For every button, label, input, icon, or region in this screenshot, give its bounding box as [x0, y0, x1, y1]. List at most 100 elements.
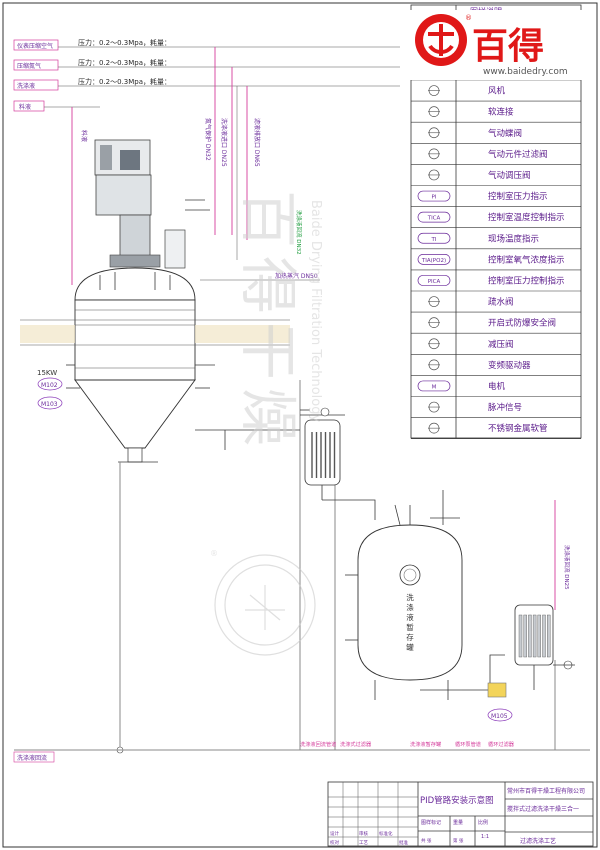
watermark: ®: [210, 549, 316, 656]
svg-text:压力：0.2～0.3Mpa，耗量：: 压力：0.2～0.3Mpa，耗量：: [78, 58, 171, 67]
svg-text:审核: 审核: [359, 830, 368, 837]
company-name: 常州市百得干燥工程有限公司: [507, 787, 585, 795]
ti-symbol: TI: [417, 232, 451, 244]
legend-label: 软连接: [488, 107, 514, 118]
pica-symbol: PICA: [417, 275, 451, 286]
legend-label: 脉冲信号: [488, 402, 522, 413]
svg-text:M103: M103: [41, 401, 58, 408]
pneumatic-filter-element-valve-symbol: [428, 148, 440, 160]
circulation-pump-icon: [487, 682, 507, 698]
logo: ® 百得 www.baidedry.com: [410, 10, 582, 80]
legend-tag: M: [432, 384, 437, 390]
legend-label: 减压阀: [488, 339, 514, 350]
svg-text:重量: 重量: [453, 819, 463, 826]
legend-label: 电机: [488, 381, 506, 392]
vertical-label-1: 氮气保护 DN32: [204, 118, 212, 161]
o2-symbol: TIA(PO2): [417, 254, 451, 265]
legend-tag: TI: [431, 237, 437, 243]
legend-tag: TIA(PO2): [421, 258, 446, 264]
cip-label: 洗涤液回流 DN32: [295, 210, 303, 255]
vertical-pipes: [71, 47, 248, 285]
vfd-symbol: [428, 359, 440, 371]
motor-tag-m102: [37, 377, 63, 391]
steam-label: 加热蒸汽 DN50: [275, 272, 318, 280]
metal-hose-symbol: [428, 422, 440, 434]
circulating-filter: [514, 604, 575, 690]
legend-label: 现场温度指示: [488, 233, 539, 244]
svg-text:标准化: 标准化: [379, 830, 393, 837]
storage-tank: [345, 490, 463, 700]
process-name: 过滤洗涤工艺: [520, 837, 556, 845]
legend-label: 气动元件过滤阀: [488, 149, 548, 160]
logo-brand-name: 百得: [472, 26, 544, 67]
svg-text:设计: 设计: [330, 830, 339, 837]
motor-power: 15KW: [37, 369, 57, 377]
bottom-label: 洗涤液回流管道: [300, 740, 336, 748]
svg-text:图样标记: 图样标记: [421, 819, 441, 826]
tank-label-char: 暂: [406, 622, 414, 632]
bottom-labels: 洗涤液回流管道洗涤式过滤器洗涤液暂存罐循环泵管道循环过滤器: [300, 740, 515, 748]
legend-label: 开启式防爆安全阀: [488, 318, 556, 329]
tank-label-char: 洗: [406, 592, 414, 602]
svg-text:®: ®: [465, 14, 472, 22]
pressure-reducing-valve-symbol: [428, 338, 440, 350]
vertical-label-feed: 料液: [80, 130, 88, 142]
bottom-label: 洗涤式过滤器: [340, 740, 372, 748]
legend-tag: TICA: [427, 216, 441, 222]
utility-lines: 仪表压缩空气 压力：0.2～0.3Mpa，耗量： 压缩氮气 压力：0.2～0.3…: [13, 38, 400, 112]
vertical-label-2: 洗涤液进口 DN25: [220, 118, 228, 167]
bottom-label: 洗涤液暂存罐: [410, 740, 441, 748]
logo-website: www.baidedry.com: [483, 67, 568, 77]
svg-text:第 张: 第 张: [453, 837, 464, 844]
pi-symbol: PI: [417, 190, 451, 202]
legend-label: 控制室压力控制指示: [488, 275, 565, 286]
legend-label: 不锈钢金属软管: [488, 423, 548, 434]
circulation-piping: [420, 500, 556, 750]
legend-label: 控制室温度控制指示: [488, 212, 565, 223]
svg-text:批准: 批准: [399, 839, 408, 846]
svg-text:比例: 比例: [478, 819, 488, 826]
svg-text:共 张: 共 张: [421, 837, 432, 844]
legend-label: 控制室压力指示: [488, 191, 548, 202]
filter-dryer-vessel: [20, 139, 290, 463]
tank-label-char: 液: [406, 612, 414, 622]
legend-label: 气动调压阀: [488, 170, 531, 181]
svg-text:压力：0.2～0.3Mpa，耗量：: 压力：0.2～0.3Mpa，耗量：: [78, 38, 171, 47]
svg-text:仪表压缩空气: 仪表压缩空气: [17, 42, 53, 50]
tica-symbol: TICA: [417, 211, 451, 223]
svg-text:压缩氮气: 压缩氮气: [17, 62, 41, 70]
title-block: [327, 781, 594, 847]
legend-label: 变频驱动器: [488, 360, 531, 371]
svg-text:洗涤液: 洗涤液: [17, 82, 35, 90]
svg-text:压力：0.2～0.3Mpa，耗量：: 压力：0.2～0.3Mpa，耗量：: [78, 77, 171, 86]
watermark-brand: 百得干燥: [234, 190, 302, 454]
legend-tag: PI: [432, 195, 437, 201]
wash-filter: [300, 407, 376, 520]
drawing-title: PID管路安装示意图: [420, 795, 494, 806]
svg-text:M102: M102: [41, 382, 58, 389]
left-bottom-label: 洗涤液回流: [17, 754, 47, 762]
legend-label: 气动蝶阀: [488, 128, 522, 139]
tank-label-char: 罐: [406, 642, 414, 652]
vertical-label-3: 滤液排放口 DN65: [253, 118, 261, 167]
pneumatic-regulating-valve-symbol: [428, 169, 440, 181]
product-name: 搅拌式过滤洗涤干燥三合一: [507, 805, 579, 813]
tank-label-char: 存: [406, 632, 414, 642]
watermark-subtitle: Baide Drying Filtration Technology: [308, 200, 323, 422]
bottom-label: 循环过滤器: [488, 740, 515, 748]
pneumatic-butterfly-valve-symbol: [428, 127, 440, 139]
fan-symbol: [428, 85, 440, 96]
svg-text:校对: 校对: [330, 839, 339, 846]
legend-label: 风机: [488, 86, 506, 97]
svg-text:料液: 料液: [19, 103, 31, 111]
ratio: 1:1: [481, 834, 489, 840]
legend-tag: PICA: [428, 279, 441, 285]
soft-connection-symbol: [428, 106, 440, 118]
rupture-disc-symbol: [428, 317, 440, 328]
legend-label: 控制室氧气浓度指示: [488, 254, 565, 265]
motor-tag-m103: [37, 396, 63, 410]
svg-text:工艺: 工艺: [359, 840, 368, 846]
motor-tag-m105: [487, 708, 513, 722]
